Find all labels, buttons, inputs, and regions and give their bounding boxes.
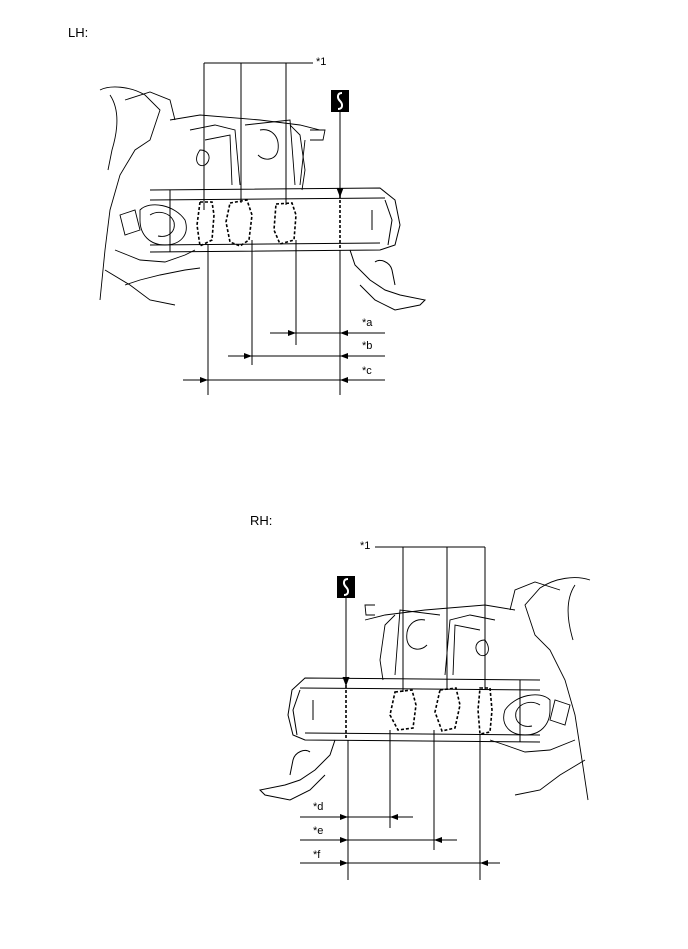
lh-section-cut-icon: [331, 90, 349, 112]
rh-section-cut-icon: [337, 576, 355, 598]
rh-frame-member: [258, 677, 541, 801]
rh-dimension-lines: [300, 730, 500, 880]
rh-title: RH:: [250, 513, 273, 528]
lh-title: LH:: [68, 25, 89, 40]
rh-vehicle-body: [364, 577, 591, 801]
rh-callout-part: *1: [360, 540, 371, 552]
lh-cut-regions: [196, 195, 341, 250]
lh-dim-a-label: *a: [362, 317, 373, 329]
rh-cut-regions: [345, 685, 493, 740]
lh-callout-lines: [203, 62, 313, 210]
lh-callout-part: *1: [316, 56, 327, 68]
rh-callout-lines: [375, 546, 486, 692]
rh-dim-f-label: *f: [313, 849, 321, 861]
rh-dim-d-label: *d: [313, 801, 324, 813]
lh-dimension-arrows: [200, 330, 348, 383]
lh-dim-c-label: *c: [362, 365, 372, 377]
lh-frame-member: [149, 187, 427, 311]
lh-vehicle-body: [99, 86, 326, 306]
rh-dimension-arrows: [340, 814, 488, 866]
rh-dim-e-label: *e: [313, 825, 324, 837]
lh-dim-b-label: *b: [362, 340, 373, 352]
